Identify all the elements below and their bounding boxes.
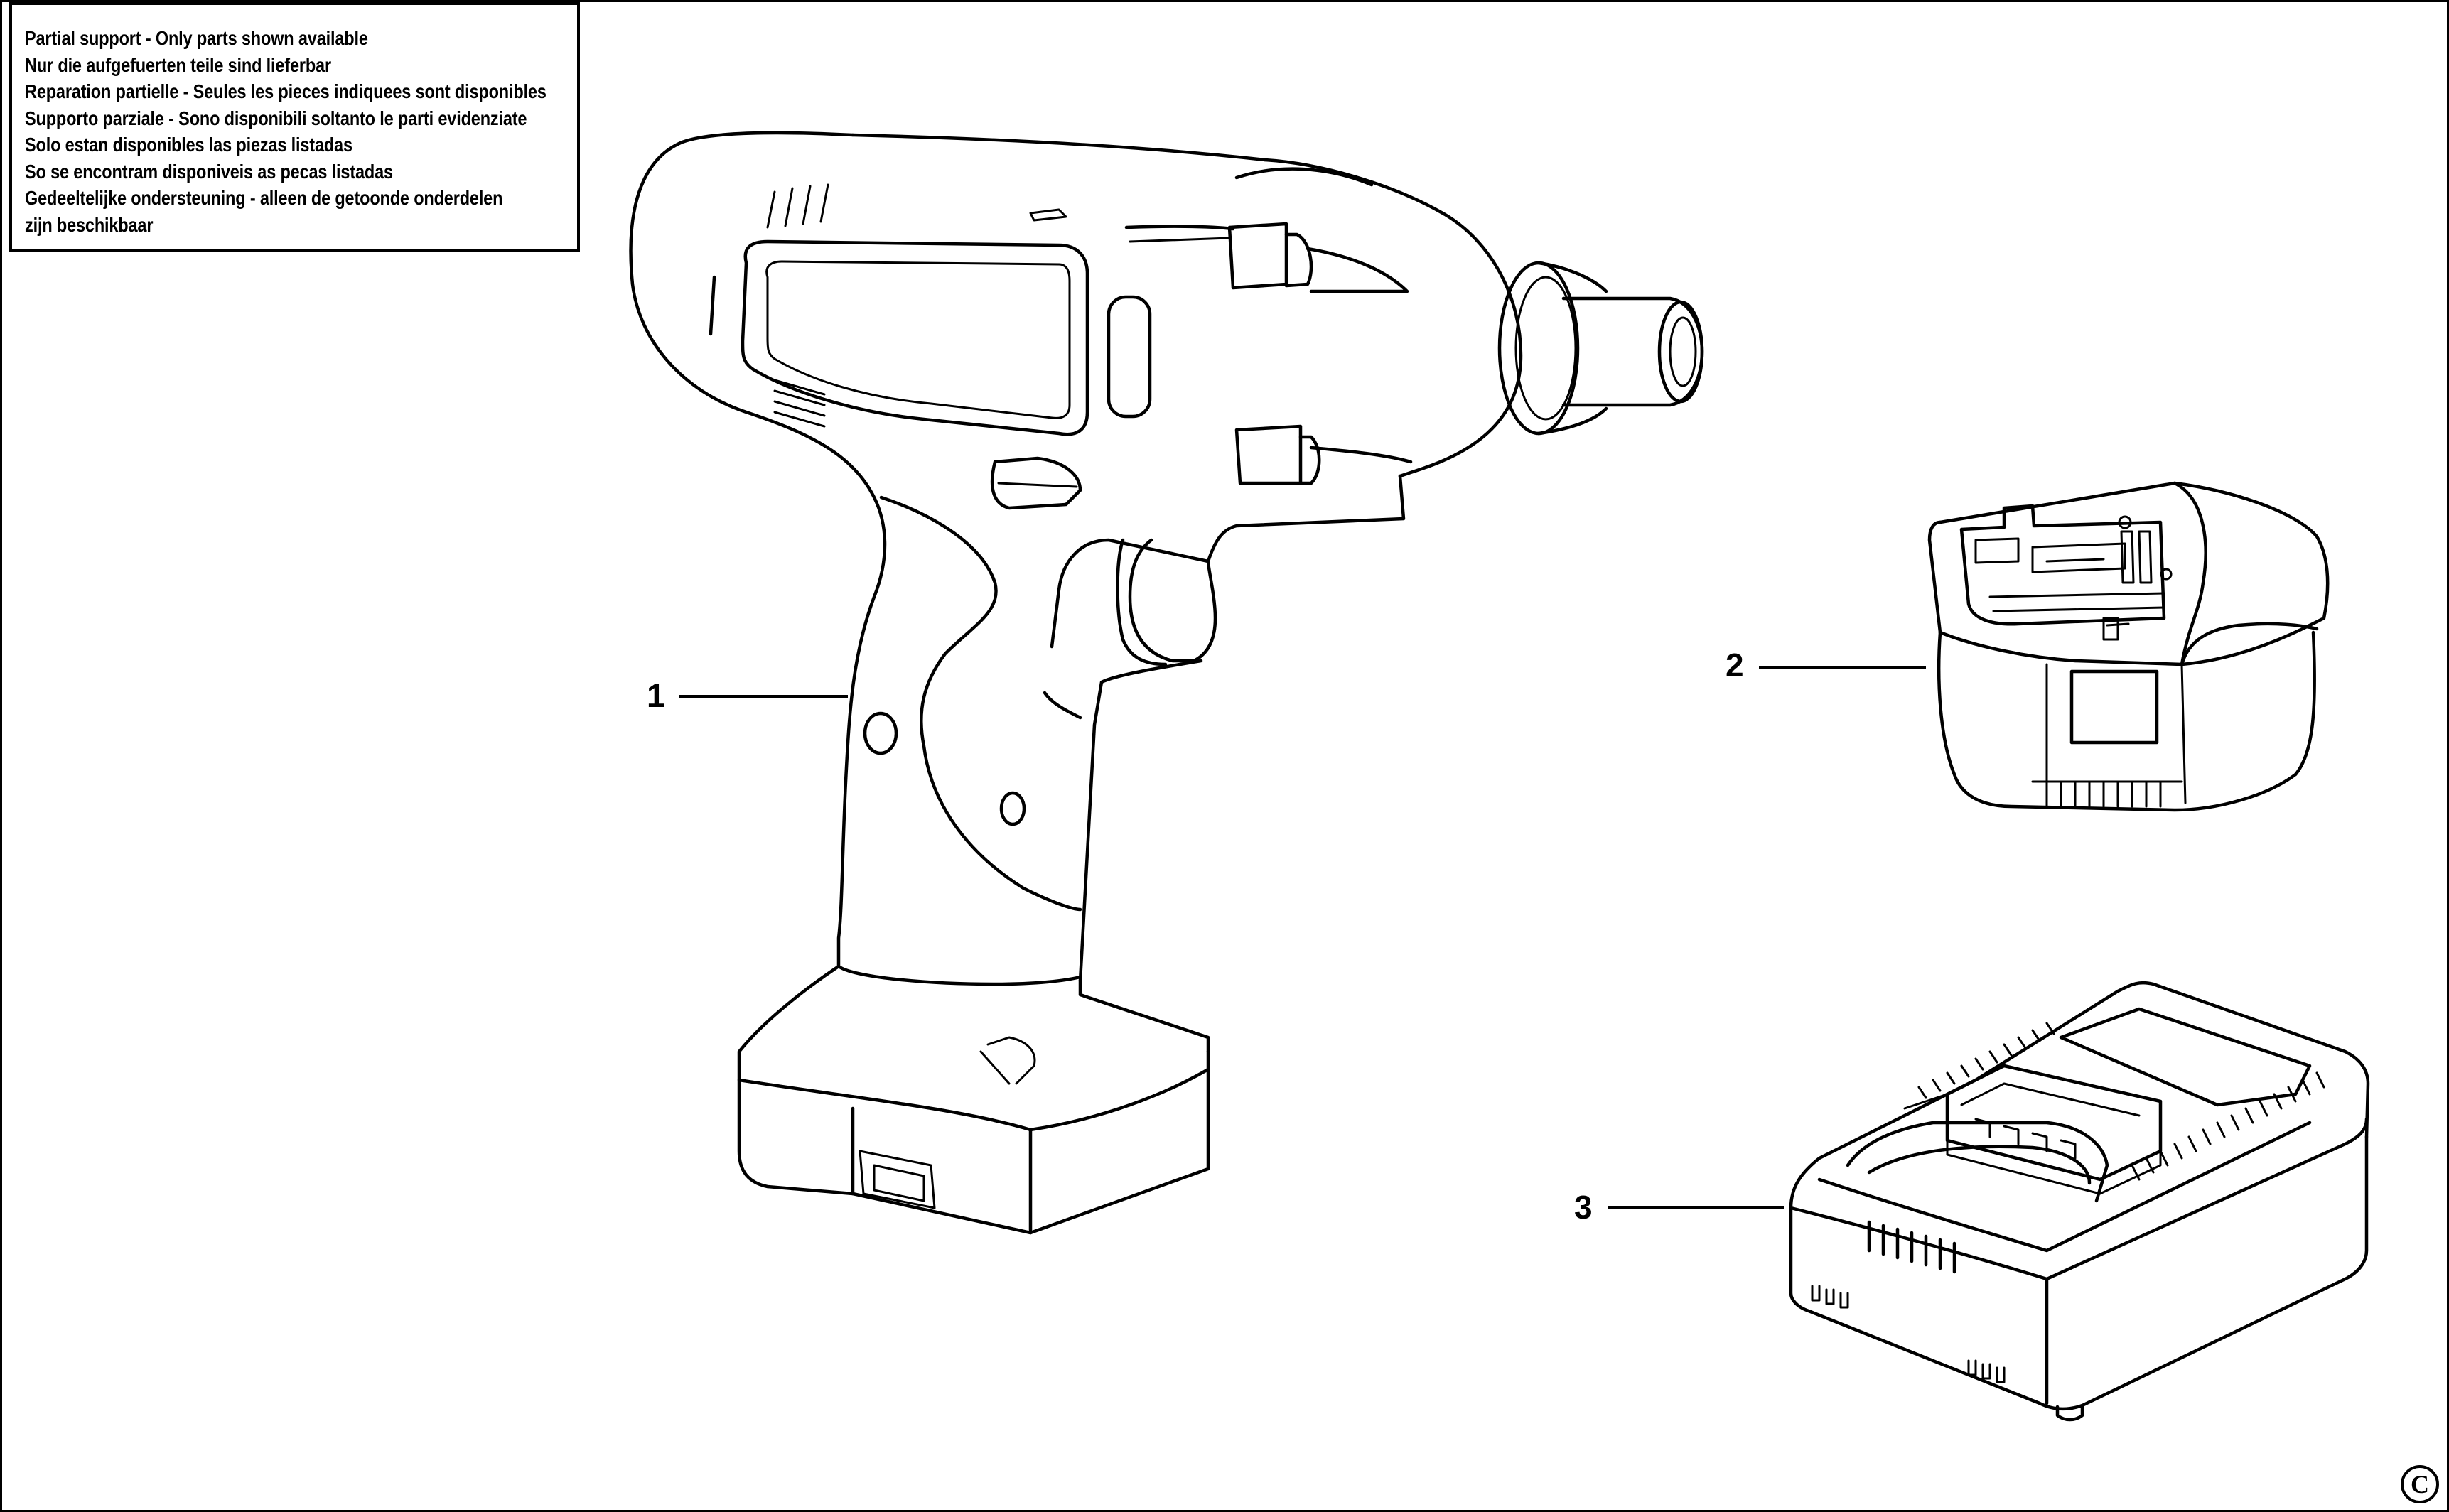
- notice-line-nl-cont: zijn beschikbaar: [25, 213, 154, 236]
- notice-line-it: Supporto parziale - Sono disponibili sol…: [25, 107, 527, 129]
- notice-line-pt: So se encontram disponiveis as pecas lis…: [25, 160, 393, 183]
- impact-driver-icon: [629, 131, 1704, 1235]
- leader-line-1: [679, 695, 848, 698]
- notice-line-en: Partial support - Only parts shown avail…: [25, 27, 368, 49]
- copyright-symbol: C: [2401, 1465, 2439, 1503]
- notice-line-de: Nur die aufgefuerten teile sind lieferba…: [25, 53, 331, 76]
- leader-line-3: [1608, 1206, 1784, 1209]
- callout-2: 2: [1726, 647, 1744, 684]
- callout-3: 3: [1574, 1189, 1593, 1226]
- charger-icon: [1789, 981, 2370, 1422]
- notice-line-nl: Gedeeltelijke ondersteuning - alleen de …: [25, 187, 503, 209]
- availability-notice: Partial support - Only parts shown avail…: [9, 2, 580, 252]
- notice-line-es: Solo estan disponibles las piezas listad…: [25, 134, 352, 156]
- leader-line-2: [1759, 666, 1926, 669]
- battery-pack-icon: [1927, 481, 2330, 812]
- notice-line-fr: Reparation partielle - Seules les pieces…: [25, 80, 547, 102]
- callout-1: 1: [647, 677, 665, 714]
